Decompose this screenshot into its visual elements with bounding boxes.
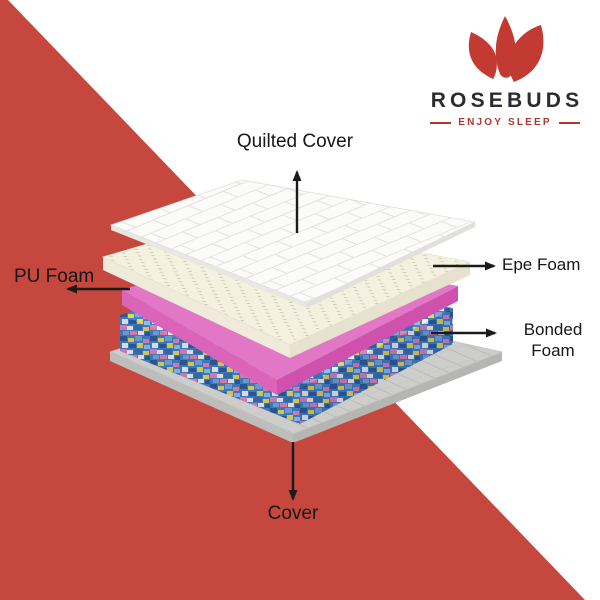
mattress-exploded-view: [101, 179, 504, 443]
pu-foam-left-side: [122, 290, 277, 395]
bonded-foam-right-side: [300, 308, 453, 424]
epe-foam-right-side: [290, 262, 470, 358]
tagline-right-line: [558, 121, 580, 124]
brand-tagline: ENJOY SLEEP: [420, 117, 590, 128]
quilted-cover-right-edge: [307, 222, 475, 308]
quilted-cover-left-edge: [111, 225, 307, 308]
label-epe-foam: Epe Foam: [502, 255, 581, 274]
label-bonded-foam: Bonded Foam: [523, 320, 583, 360]
bonded-foam-left-side: [120, 315, 300, 424]
rosebud-flower-icon: [468, 16, 544, 82]
annotation-arrows: [66, 170, 497, 501]
epe-foam-left-side: [103, 257, 290, 358]
bonded-foam-right-shade: [300, 308, 453, 424]
label-cover: Cover: [267, 503, 319, 524]
bonded-foam-left-shade: [120, 315, 300, 424]
bottom-cover-left-edge: [110, 352, 293, 443]
flower-right-petal: [509, 25, 544, 82]
tagline-left-line: [430, 121, 452, 124]
bottom-cover-right-edge: [293, 352, 502, 443]
label-quilted-cover: Quilted Cover: [236, 131, 354, 152]
quilted-cover-top-face: [109, 179, 477, 304]
tagline-text: ENJOY SLEEP: [458, 117, 552, 128]
flower-left-petal: [468, 32, 497, 79]
pu-foam-right-side: [277, 286, 458, 395]
brand-name: ROSEBUDS: [430, 89, 584, 112]
layer-quilted-cover: [109, 179, 477, 308]
label-pu-foam: PU Foam: [14, 266, 95, 287]
brand-logo: ROSEBUDS ENJOY SLEEP: [420, 12, 590, 128]
